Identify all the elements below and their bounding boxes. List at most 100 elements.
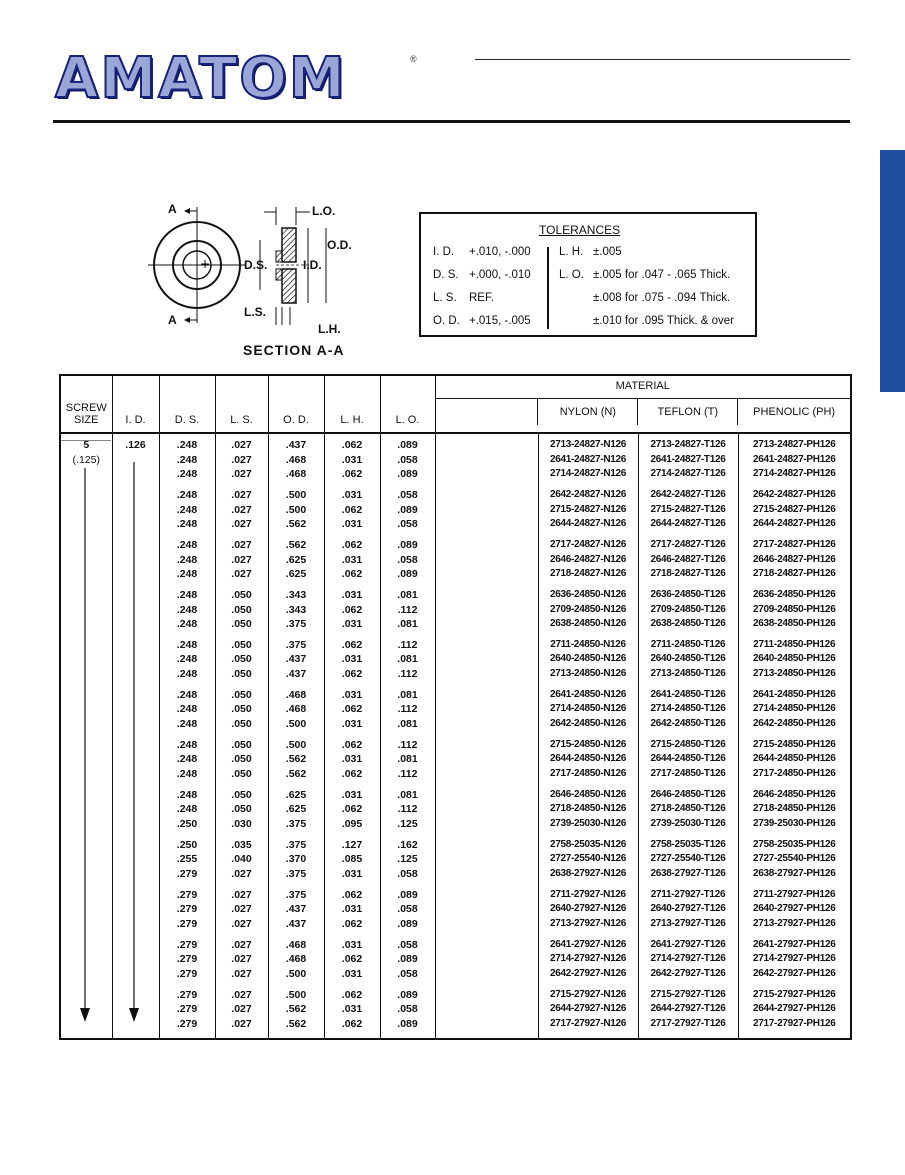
nylon-part-number: 2739-25030-N126	[549, 817, 627, 829]
od-value: .437	[285, 668, 307, 681]
ls-value: .027	[231, 538, 252, 551]
phenolic-part-number: 2646-24827-PH126	[753, 553, 836, 565]
ls-value: .050	[231, 753, 252, 766]
teflon-part-number: 2641-24827-T126	[650, 453, 726, 465]
row-group: .062.031.062	[325, 638, 380, 682]
lo-value: .058	[397, 867, 418, 880]
header-ds: D. S.	[158, 375, 215, 434]
teflon-part-number: 2636-24850-T126	[650, 588, 726, 600]
teflon-part-number: 2717-24827-T126	[650, 538, 726, 550]
side-index-tab	[880, 150, 905, 392]
nylon-part-number: 2636-24850-N126	[549, 588, 627, 600]
teflon-part-number: 2758-25035-T126	[650, 838, 726, 850]
phenolic-part-number: 2715-24850-PH126	[753, 738, 836, 750]
tol-left-value: +.000, -.010	[469, 269, 531, 281]
od-value: .562	[285, 518, 307, 531]
row-group: .035.040.027	[216, 838, 268, 882]
ls-value: .027	[231, 1003, 252, 1016]
row-group: .625.625.375	[269, 788, 324, 832]
header-lo: L. O.	[379, 375, 435, 434]
od-value: .500	[285, 488, 307, 501]
od-value: .468	[285, 938, 307, 951]
row-group: .127.085.031	[325, 838, 380, 882]
lo-value: .058	[397, 1003, 418, 1016]
ds-value: .248	[176, 503, 198, 516]
nylon-part-number: 2713-24850-N126	[549, 668, 627, 680]
row-group: .089.058.089	[381, 988, 435, 1032]
nylon-part-number: 2646-24827-N126	[549, 553, 627, 565]
phenolic-part-number: 2713-24827-PH126	[753, 439, 836, 450]
ds-column: .248.248.248.248.248.248.248.248.248.248…	[158, 433, 215, 1039]
row-group: .468.468.500	[269, 688, 324, 732]
label-ls: L.S.	[244, 305, 267, 319]
ds-value: .248	[176, 538, 198, 551]
nylon-part-number: 2646-24850-N126	[549, 788, 627, 800]
teflon-part-number: 2642-24850-T126	[650, 718, 726, 730]
od-value: .375	[285, 888, 307, 901]
phenolic-part-number: 2713-27927-PH126	[753, 917, 836, 929]
row-group: .031.062.031	[325, 488, 380, 532]
section-drawing: +	[148, 207, 327, 325]
phenolic-part-number: 2638-27927-PH126	[753, 867, 836, 879]
tolerances-title: TOLERANCES	[539, 223, 621, 237]
nylon-part-number: 2711-27927-N126	[550, 888, 626, 900]
nylon-part-number: 2713-27927-N126	[549, 917, 627, 929]
od-value: .562	[285, 1017, 307, 1030]
row-group: .500.500.562	[269, 488, 324, 532]
od-value: .625	[285, 788, 307, 801]
lh-value: .062	[341, 638, 363, 651]
lh-value: .031	[341, 488, 363, 501]
ds-value: .279	[176, 1017, 198, 1030]
row-group: .500.562.562	[269, 988, 324, 1032]
teflon-part-number: 2640-27927-T126	[650, 903, 726, 915]
lh-value: .031	[341, 688, 363, 701]
phenolic-part-number: 2638-24850-PH126	[753, 618, 836, 630]
lh-value: .062	[341, 953, 363, 966]
svg-text:+: +	[200, 257, 210, 271]
lh-value: .062	[341, 603, 363, 616]
tol-left-label: L. S.	[433, 292, 457, 304]
nylon-part-number: 2644-24850-N126	[549, 753, 627, 765]
lo-value: .058	[397, 903, 418, 916]
ds-value: .248	[176, 518, 198, 531]
logo-text: AMATOM	[54, 46, 347, 111]
ds-value: .248	[176, 753, 198, 766]
phenolic-part-number: 2711-27927-PH126	[753, 888, 836, 900]
label-lo: L.O.	[312, 204, 336, 218]
row-group: .050.050.050	[216, 638, 268, 682]
id-value: .126	[125, 439, 146, 451]
teflon-part-number: 2642-24827-T126	[650, 488, 726, 500]
teflon-part-number: 2713-24827-T126	[650, 439, 726, 450]
row-group: .250.255.279	[160, 838, 215, 882]
row-group: .031.062.031	[325, 588, 380, 632]
lo-value: .058	[397, 938, 418, 951]
ls-value: .050	[231, 668, 252, 681]
ds-value: .248	[176, 588, 198, 601]
row-group: .375.370.375	[269, 838, 324, 882]
tol-left-value: REF.	[469, 292, 494, 304]
teflon-part-number: 2641-24850-T126	[650, 688, 726, 700]
tol-right-value: ±.008 for .075 - .094 Thick.	[593, 292, 731, 304]
label-od: O.D.	[327, 238, 352, 252]
row-group: .112.081.112	[381, 738, 435, 782]
row-group: .089.058.089	[381, 888, 435, 932]
phenolic-part-number: 2714-24850-PH126	[753, 703, 836, 715]
od-value: .500	[285, 988, 307, 1001]
ds-value: .255	[176, 853, 198, 866]
od-value: .375	[285, 867, 307, 880]
ls-value: .050	[231, 638, 252, 651]
ds-value: .279	[176, 917, 198, 930]
od-value: .562	[285, 753, 307, 766]
lh-value: .062	[341, 503, 363, 516]
lh-value: .031	[341, 588, 363, 601]
lo-value: .089	[397, 468, 418, 481]
ds-value: .248	[176, 568, 198, 581]
